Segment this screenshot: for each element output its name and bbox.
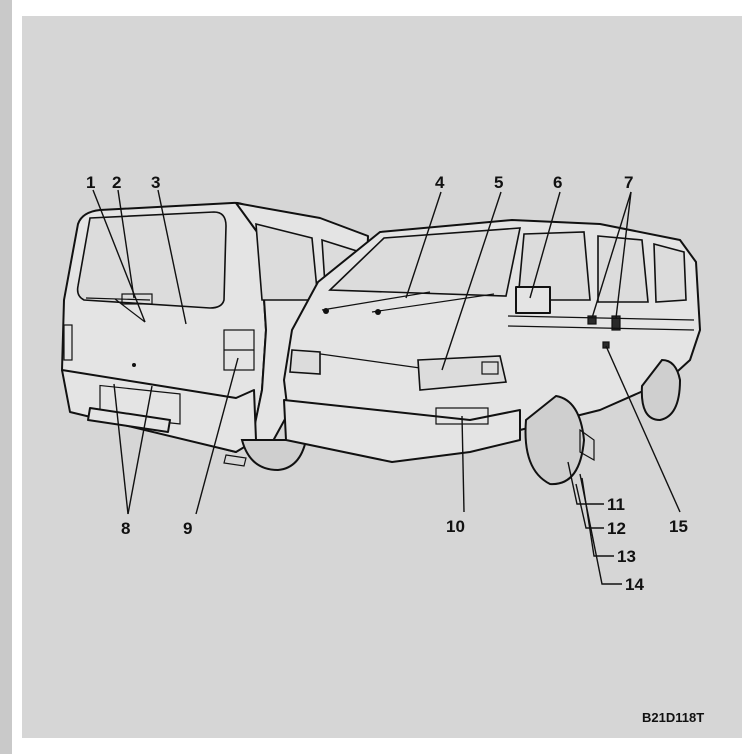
callout-6: 6 <box>553 173 562 192</box>
front-side-window <box>517 231 591 301</box>
front-van <box>283 219 701 486</box>
rear-left-lamp <box>63 324 73 361</box>
tailpipe <box>223 454 247 467</box>
callout-14: 14 <box>625 575 644 594</box>
side-mirror <box>515 286 551 314</box>
callout-5: 5 <box>494 173 503 192</box>
front-bumper <box>283 399 521 463</box>
left-headlamp <box>289 349 321 375</box>
callout-8: 8 <box>121 519 130 538</box>
callout-2: 2 <box>112 173 121 192</box>
rear-window <box>76 211 227 309</box>
headlamp <box>417 355 507 391</box>
rear-wiper-arm <box>114 298 146 323</box>
rear-tire <box>240 439 308 472</box>
callout-4: 4 <box>435 173 445 192</box>
fuel-filler-lid <box>602 341 610 349</box>
front-wiper-1 <box>321 291 431 311</box>
rear-side-window <box>653 242 687 303</box>
rear-high-stop-lamp <box>121 293 153 305</box>
callout-labels: 1 2 3 4 5 6 7 8 9 10 11 12 13 14 15 <box>86 173 688 594</box>
rear-wiper-blade <box>85 297 151 301</box>
rear-van <box>61 201 369 472</box>
left-margin-strip <box>0 0 12 754</box>
figure-code: B21D118T <box>642 710 704 725</box>
callout-15: 15 <box>669 517 688 536</box>
callout-1: 1 <box>86 173 95 192</box>
callout-12: 12 <box>607 519 626 538</box>
rear-step <box>87 407 171 433</box>
leader-lines <box>92 189 681 585</box>
front-van-rear-tire <box>640 358 682 422</box>
callout-11: 11 <box>607 495 625 514</box>
front-wiper-2 <box>371 293 495 313</box>
callout-7: 7 <box>624 173 633 192</box>
middle-side-window <box>597 235 649 303</box>
callout-13: 13 <box>617 547 636 566</box>
callout-9: 9 <box>183 519 192 538</box>
callout-10: 10 <box>446 517 465 536</box>
front-tire <box>524 394 586 486</box>
callout-3: 3 <box>151 173 160 192</box>
